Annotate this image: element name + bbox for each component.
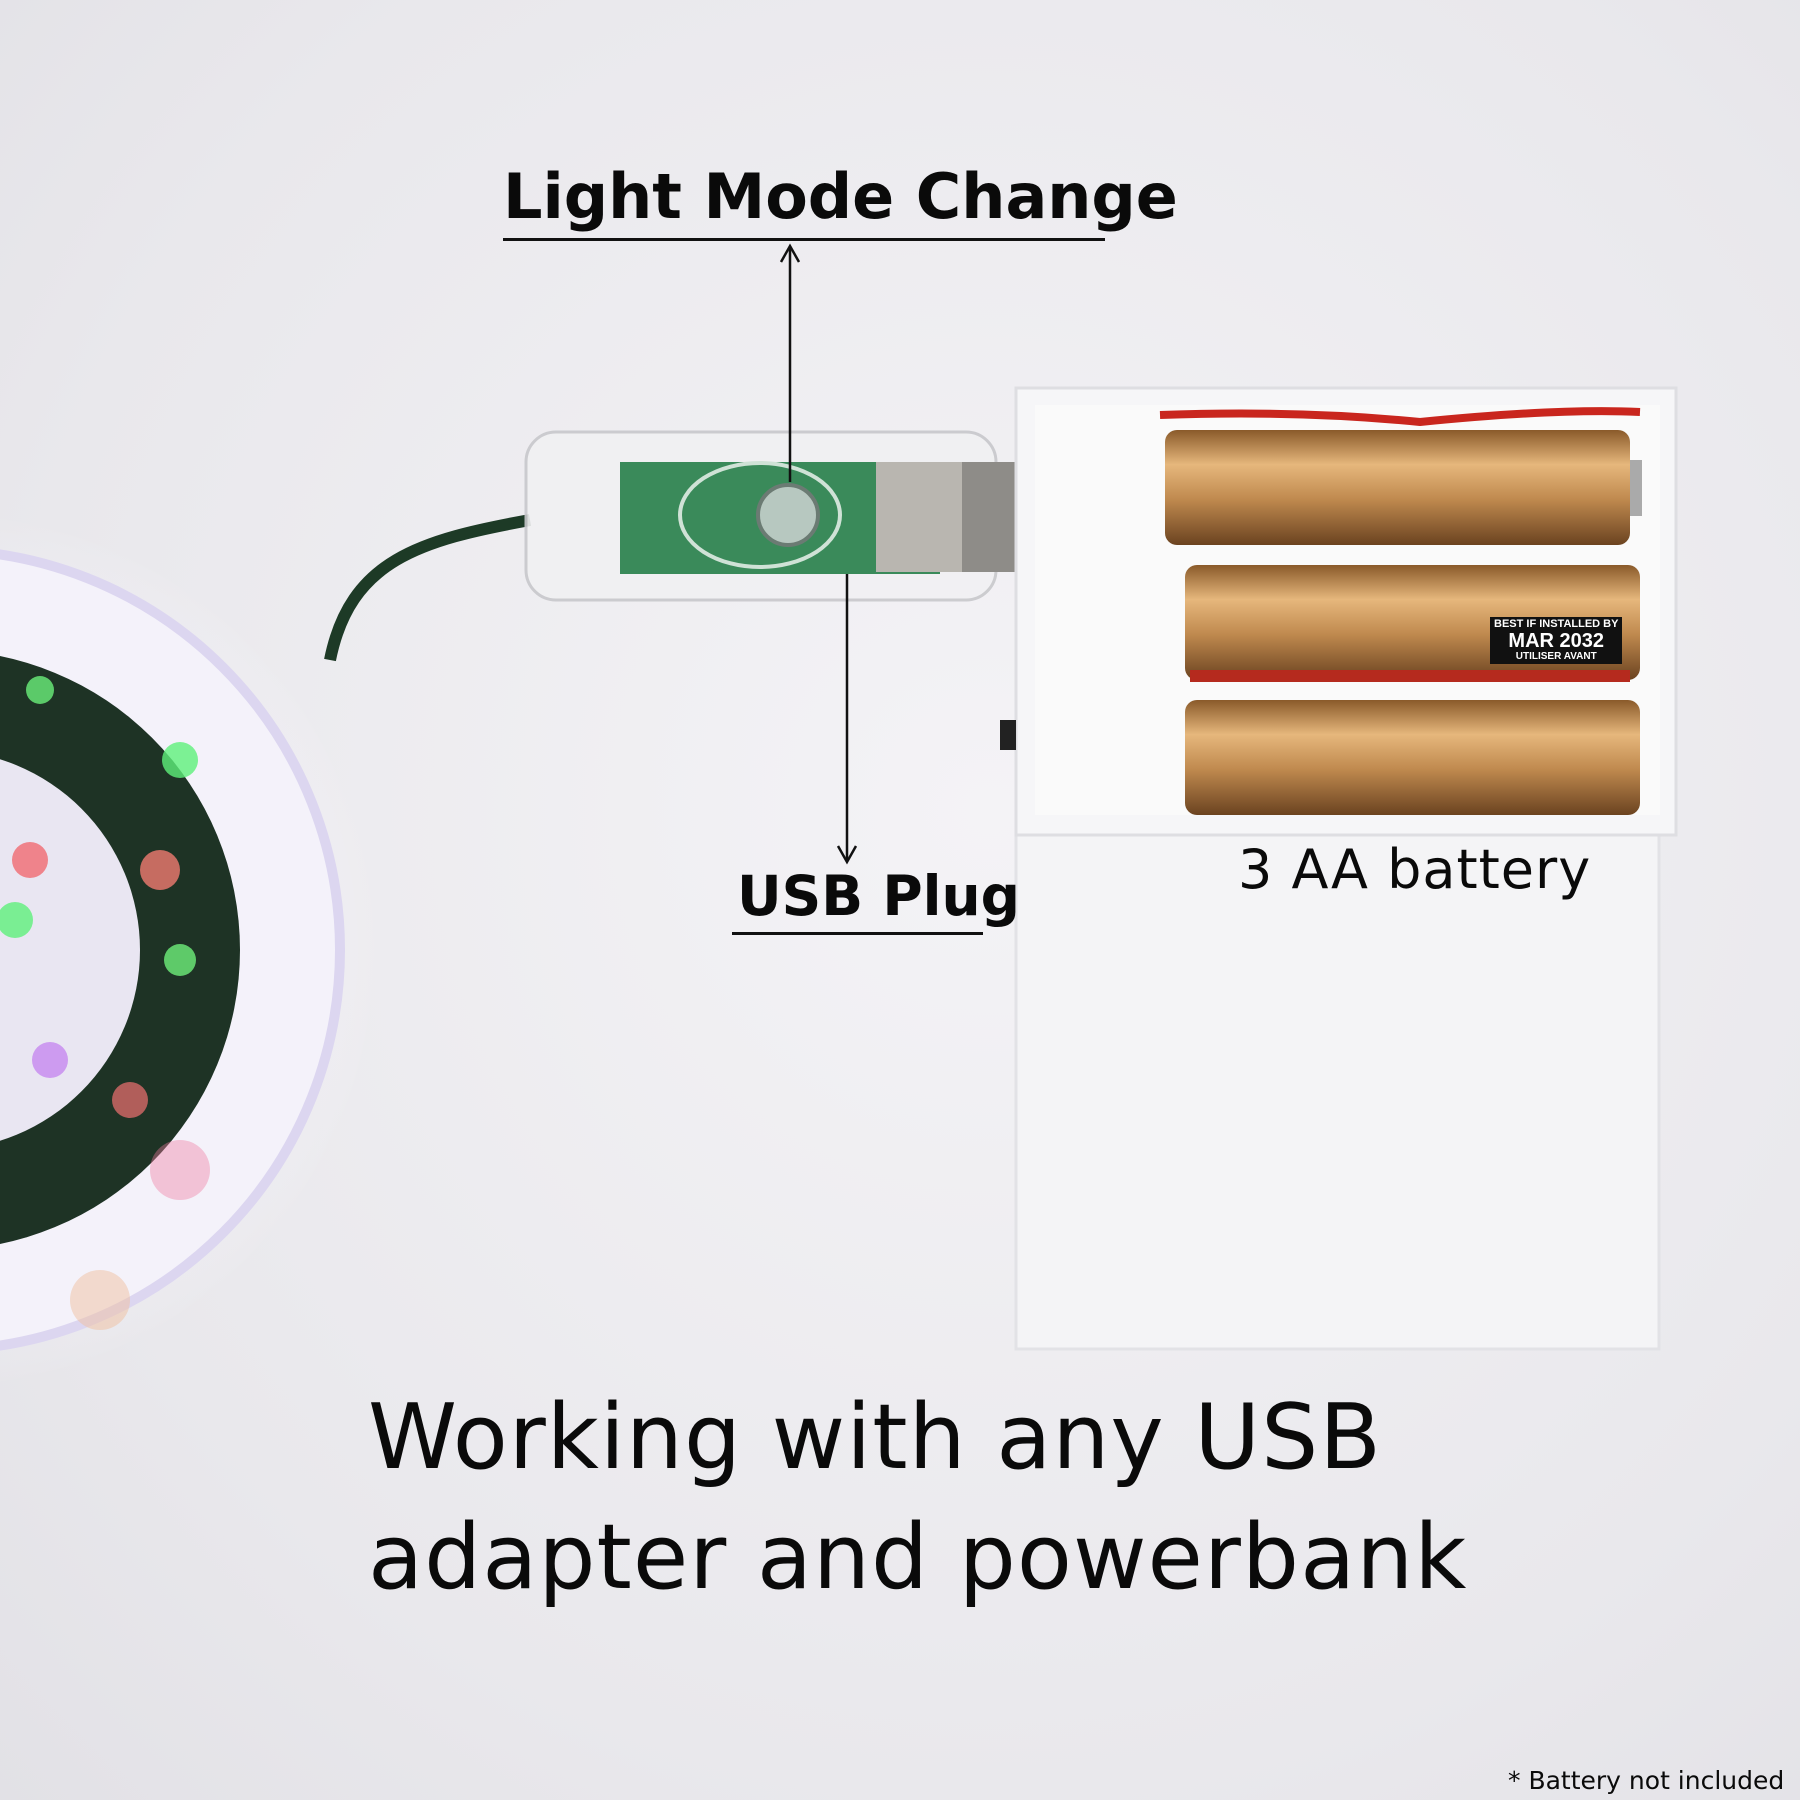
arrow-to-mode-button	[779, 243, 801, 482]
usb-plug-label: USB Plug	[737, 864, 1021, 928]
usb-controller	[524, 430, 1018, 602]
battery-label-date: MAR 2032	[1508, 629, 1605, 652]
battery	[1185, 700, 1640, 815]
led-string-reel	[0, 514, 380, 1386]
light-mode-change-label: Light Mode Change	[503, 160, 1178, 233]
battery-label-bottom: UTILISER AVANT	[1515, 650, 1597, 662]
battery	[1165, 430, 1642, 545]
arrow-to-usb-plug	[836, 574, 858, 865]
battery-not-included-note: * Battery not included	[1508, 1766, 1785, 1795]
battery-label: 3 AA battery	[1238, 838, 1592, 901]
battery-date-label: BEST IF INSTALLED BY MAR 2032 UTILISER A…	[1490, 617, 1623, 665]
headline-line-2: adapter and powerbank	[368, 1505, 1468, 1610]
usb-plug-underline	[732, 932, 983, 935]
light-mode-change-underline	[503, 238, 1105, 241]
mode-button	[756, 483, 820, 547]
battery-box	[1000, 386, 1678, 1351]
battery-label-top: BEST IF INSTALLED BY	[1494, 618, 1619, 630]
wire	[324, 514, 532, 662]
headline-line-1: Working with any USB	[368, 1385, 1383, 1490]
